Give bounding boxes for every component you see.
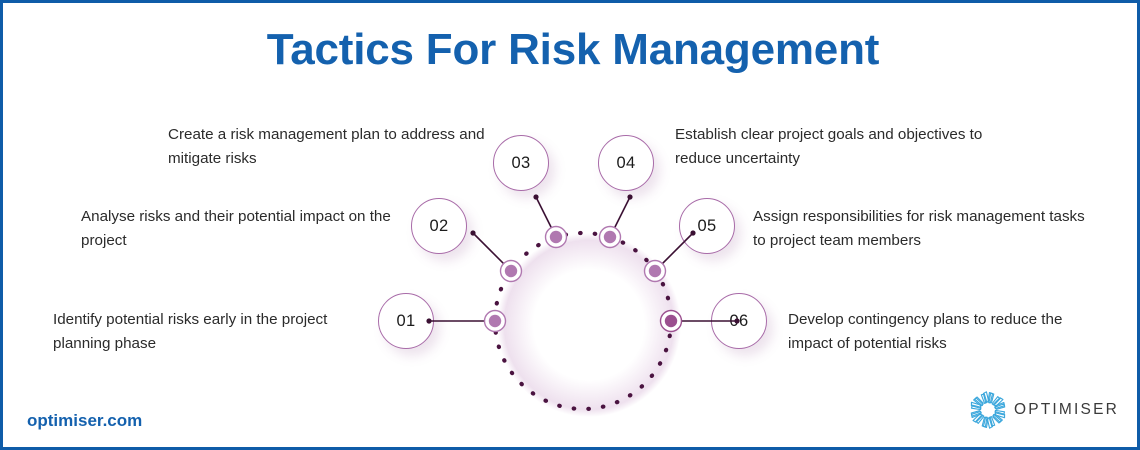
step-circle-03[interactable]: 03 bbox=[493, 135, 549, 191]
step-number-05: 05 bbox=[697, 216, 717, 235]
ring-node-02[interactable] bbox=[499, 259, 523, 283]
ring-nodes bbox=[483, 225, 683, 333]
site-url[interactable]: optimiser.com bbox=[27, 411, 143, 430]
central-dotted-ring bbox=[426, 194, 740, 417]
step-circle-04[interactable]: 04 bbox=[598, 135, 654, 191]
step-description-03: Create a risk management plan to address… bbox=[168, 126, 485, 167]
optimiser-logo[interactable]: OPTIMISER bbox=[966, 388, 1119, 432]
ring-node-05[interactable] bbox=[643, 259, 667, 283]
step-number-01: 01 bbox=[396, 311, 416, 330]
logo-wordmark: OPTIMISER bbox=[1013, 401, 1119, 418]
step-number-02: 02 bbox=[429, 216, 449, 235]
ring-node-01[interactable] bbox=[483, 309, 507, 333]
step-circle-05[interactable]: 05 bbox=[679, 198, 735, 254]
step-description-06: Develop contingency plans to reduce the … bbox=[788, 311, 1063, 352]
step-description-05: Assign responsibilities for risk managem… bbox=[753, 208, 1085, 249]
step-circle-01[interactable]: 01 bbox=[378, 293, 434, 349]
ring-node-04[interactable] bbox=[598, 225, 622, 249]
step-number-03: 03 bbox=[511, 153, 531, 172]
ring-node-06[interactable] bbox=[659, 309, 683, 333]
step-description-04: Establish clear project goals and object… bbox=[675, 126, 983, 167]
step-number-04: 04 bbox=[616, 153, 636, 172]
connector-endpoints bbox=[426, 194, 740, 324]
step-description-02: Analyse risks and their potential impact… bbox=[81, 208, 391, 249]
ring-node-03[interactable] bbox=[544, 225, 568, 249]
step-circle-02[interactable]: 02 bbox=[411, 198, 467, 254]
page-title: Tactics For Risk Management bbox=[266, 25, 880, 74]
ring-shadow bbox=[497, 233, 681, 417]
step-description-01: Identify potential risks early in the pr… bbox=[53, 311, 328, 352]
snowflake-flower-mark-icon bbox=[970, 391, 1006, 429]
